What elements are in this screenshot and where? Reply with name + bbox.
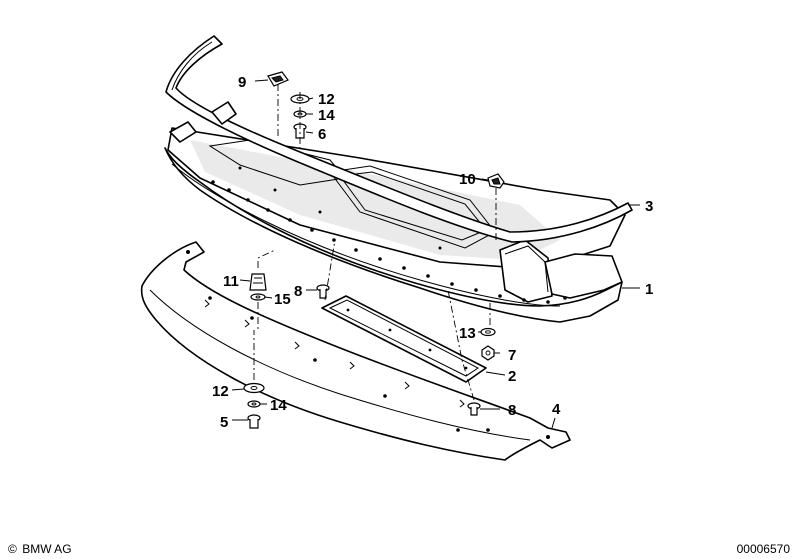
- callout-11: 11: [223, 273, 239, 290]
- assembly-axes: [253, 84, 497, 401]
- callout-9: 9: [238, 74, 246, 91]
- washer-13: [480, 327, 496, 337]
- clip-10: [487, 173, 505, 189]
- clip-nut-9: [267, 71, 289, 87]
- callout-5: 5: [220, 414, 228, 431]
- callout-14-lower: 14: [270, 397, 287, 414]
- cover-plate-part: [321, 295, 487, 383]
- callout-8-upper: 8: [294, 283, 302, 300]
- lower-splitter-part: [140, 241, 571, 461]
- brand-label: BMW AG: [22, 542, 71, 556]
- seal-strip-part: [165, 35, 633, 243]
- callout-4: 4: [552, 401, 561, 418]
- leader-lines: [231, 79, 640, 429]
- diagram-number: 00006570: [737, 542, 791, 556]
- callout-13: 13: [459, 325, 476, 342]
- front-apron-part: [164, 121, 626, 323]
- callout-12-upper: 12: [318, 91, 335, 108]
- nut-7: [481, 345, 495, 361]
- expanding-nut-11: [249, 273, 267, 291]
- callout-12-lower: 12: [212, 383, 229, 400]
- spring-washer-14-lower: [247, 400, 261, 408]
- callout-2: 2: [508, 368, 516, 385]
- washer-12-lower: [243, 382, 265, 394]
- callout-6: 6: [318, 126, 326, 143]
- callout-3: 3: [645, 198, 653, 215]
- rivet-8-lower: [467, 402, 481, 416]
- copyright-symbol: ©: [8, 542, 17, 556]
- callout-10: 10: [459, 171, 476, 188]
- screw-5: [247, 414, 261, 429]
- callout-labels: 9 12 14 6 10 3 1 11 15 8 13 7 2 8 4 12 1…: [212, 74, 653, 431]
- footer: © BMW AG 00006570: [8, 542, 790, 556]
- callout-15: 15: [274, 291, 291, 308]
- svg-text:© BMW AG: © BMW AG: [8, 542, 72, 556]
- callout-7: 7: [508, 347, 516, 364]
- callout-14-upper: 14: [318, 107, 335, 124]
- washer-15: [250, 293, 266, 301]
- rivet-8-upper: [316, 284, 330, 299]
- callout-1: 1: [645, 281, 653, 298]
- callout-8-lower: 8: [508, 402, 516, 419]
